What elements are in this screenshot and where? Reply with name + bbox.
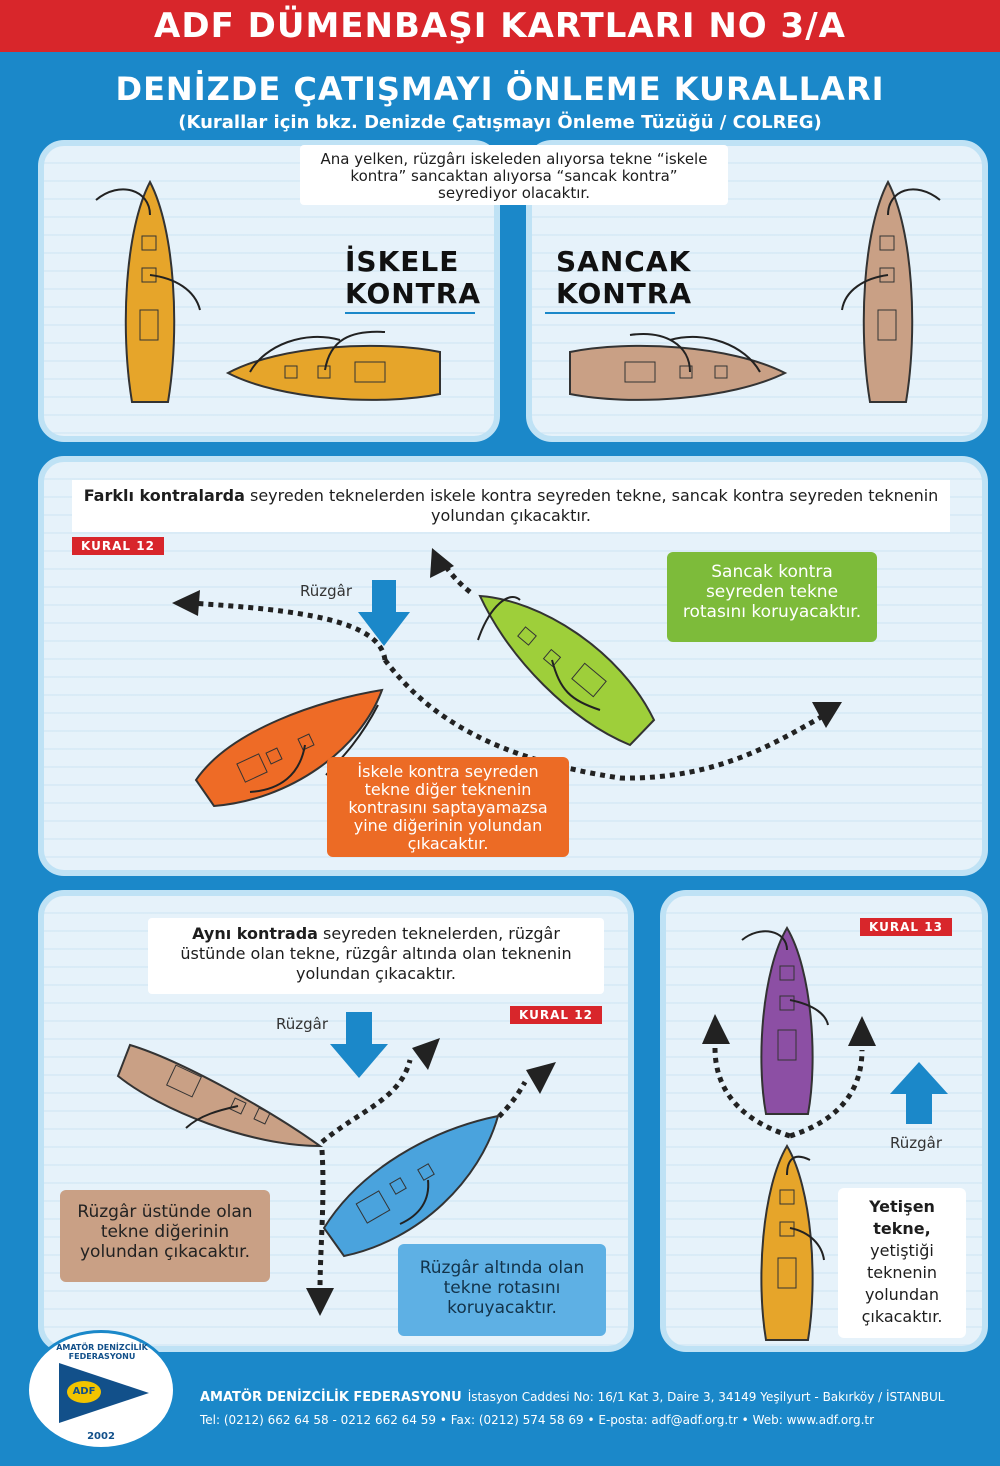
overtake-right-arrowhead (848, 1016, 876, 1046)
green-course-arrowhead (812, 702, 842, 728)
purple-boat (741, 926, 829, 1115)
orange-course-dotted (189, 600, 388, 661)
windward-escape-dotted (317, 1149, 326, 1291)
wind-label-3: Rüzgâr (890, 1134, 943, 1152)
footer-address: İstasyon Caddesi No: 16/1 Kat 3, Daire 3… (467, 1390, 945, 1404)
leeward-keeps-course-box: Rüzgâr altında olan tekne rotasını koruy… (398, 1244, 606, 1336)
different-tacks-note: Farklı kontralarda seyreden teknelerden … (72, 480, 950, 532)
wind-arrow-up (890, 1062, 948, 1124)
green-course-dotted (383, 658, 832, 781)
section1-boats (95, 179, 941, 403)
footer-contact-line: Tel: (0212) 662 64 58 - 0212 662 64 59 •… (200, 1413, 875, 1427)
port-label-underline (345, 312, 475, 314)
wind-label: Rüzgâr (300, 582, 353, 600)
tan-boat-vertical (841, 179, 941, 403)
title-banner: ADF DÜMENBAŞI KARTLARI NO 3/A (0, 0, 1000, 52)
rule-13-badge: KURAL 13 (860, 918, 952, 936)
section3-diagram (116, 1012, 556, 1316)
page-subtitle: (Kurallar için bkz. Denizde Çatışmayı Ön… (178, 112, 822, 133)
same-tack-note: Aynı kontrada seyreden teknelerden, rüzg… (148, 918, 604, 994)
wind-arrow-down (358, 580, 410, 646)
overtaking-note: Yetişen tekne, yetiştiği teknenin yolund… (838, 1188, 966, 1338)
windward-escape-arrowhead (306, 1288, 334, 1316)
tack-definition-note: Ana yelken, rüzgârı iskeleden alıyorsa t… (300, 145, 728, 205)
yellow-boat-vertical (95, 179, 201, 403)
windward-course-arrowhead (412, 1038, 440, 1070)
yellow-overtaking-boat (760, 1144, 825, 1341)
footer-contact: AMATÖR DENİZCİLİK FEDERASYONU İstasyon Ca… (200, 1390, 1000, 1427)
windward-course-dotted (320, 1059, 413, 1144)
overtake-left-arrowhead (702, 1014, 730, 1044)
tan-boat-horizontal (569, 333, 788, 401)
port-tack-label: İSKELE KONTRA (345, 245, 482, 310)
footer-org: AMATÖR DENİZCİLİK FEDERASYONU (200, 1390, 462, 1405)
windward-gives-way-box: Rüzgâr üstünde olan tekne diğerinin yolu… (60, 1190, 270, 1282)
page-title: DENİZDE ÇATIŞMAYI ÖNLEME KURALLARI (115, 70, 885, 108)
yellow-boat-horizontal (225, 330, 441, 401)
rule-12-badge: KURAL 12 (72, 537, 164, 555)
section4-diagram (702, 926, 948, 1341)
wind-arrow-down-2 (330, 1012, 388, 1078)
adf-logo: AMATÖR DENİZCİLİK FEDERASYONU ADF 2002 (26, 1330, 176, 1450)
orange-course-arrowhead (172, 590, 200, 616)
logo-ring-text: AMATÖR DENİZCİLİK FEDERASYONU (56, 1343, 148, 1361)
starboard-keeps-course-box: Sancak kontra seyreden tekne rotasını ko… (667, 552, 877, 642)
leeward-course-arrowhead (526, 1062, 556, 1094)
starboard-tack-label: SANCAK KONTRA (556, 245, 693, 310)
blue-leeward-boat (322, 1114, 500, 1258)
starboard-label-underline (545, 312, 675, 314)
green-escape-arrowhead (430, 548, 454, 578)
green-boat (477, 594, 656, 747)
section2-diagram (172, 548, 842, 808)
overtake-left-dotted (712, 1047, 791, 1139)
logo-flag-badge: ADF (67, 1381, 101, 1403)
tan-windward-boat (116, 1043, 324, 1148)
logo-year: 2002 (87, 1431, 115, 1442)
wind-label-2: Rüzgâr (276, 1015, 329, 1033)
port-gives-way-box: İskele kontra seyreden tekne diğer tekne… (327, 757, 569, 857)
rule-12-badge-2: KURAL 12 (510, 1006, 602, 1024)
orange-boat (194, 688, 384, 808)
